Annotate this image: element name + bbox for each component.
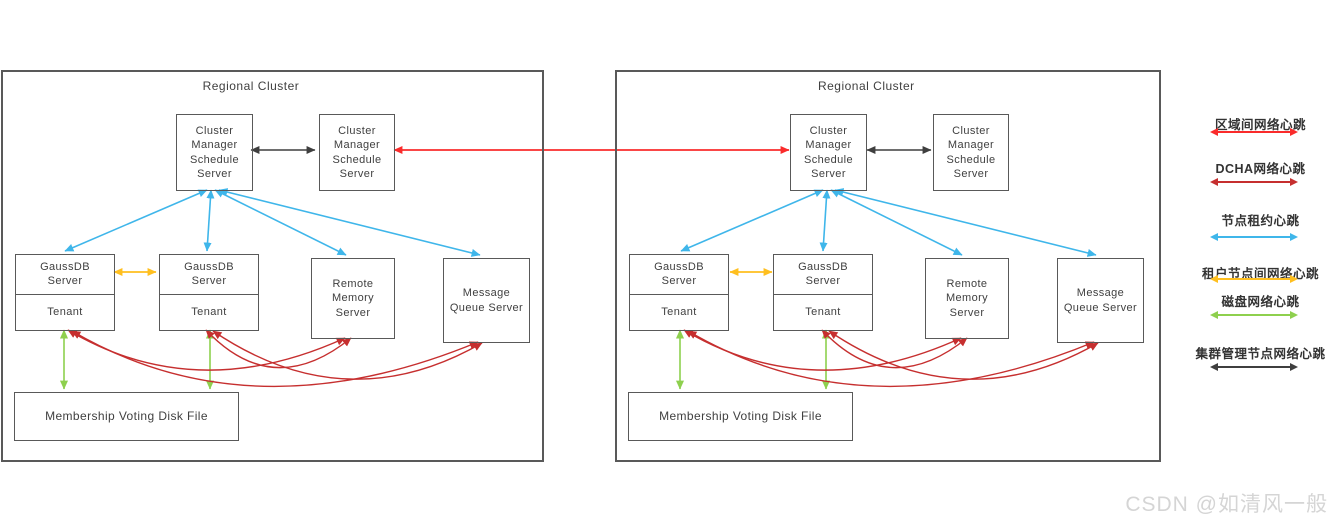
node-gaussdb-server-1: GaussDB Server Tenant [629,254,729,331]
node-message-queue-server: Message Queue Server [1057,258,1144,343]
node-gaussdb-server-2: GaussDB Server Tenant [773,254,873,331]
legend-label-disk-heartbeat: 磁盘网络心跳 [1221,295,1300,309]
node-membership-voting-disk-file: Membership Voting Disk File [628,392,853,441]
tenant-label: Tenant [47,306,83,319]
cluster-1-arrows [59,145,483,390]
node-remote-memory-server: Remote Memory Server [311,258,395,339]
regional-cluster-2: Regional Cluster Cluster Manager Schedul… [615,70,1161,462]
gaussdb-server-label: GaussDB Server [160,255,258,295]
gaussdb-server-label: GaussDB Server [630,255,728,295]
legend-label-cluster-mgmt-heartbeat: 集群管理节点网络心跳 [1195,347,1326,361]
dcha-heartbeat-arrow [828,330,1099,380]
legend-arrow-node-lease-icon [1210,232,1298,241]
node-cluster-manager-schedule-server-standby: Cluster Manager Schedule Server [933,114,1009,191]
gaussdb-server-label: GaussDB Server [774,255,872,295]
tenant-label: Tenant [805,306,841,319]
dcha-heartbeat-arrow [212,330,483,380]
node-cluster-manager-schedule-server-primary: Cluster Manager Schedule Server [176,114,253,191]
legend-arrow-inter-region-icon [1210,127,1298,136]
lease-heartbeat-arrow [218,188,481,257]
legend-arrow-dcha-icon [1210,177,1298,186]
lease-heartbeat-arrow [819,189,831,252]
legend-label-dcha-heartbeat: DCHA网络心跳 [1215,162,1306,176]
dcha-heartbeat-arrow [71,330,479,388]
node-gaussdb-server-2: GaussDB Server Tenant [159,254,259,331]
legend-label-inter-region-heartbeat: 区域间网络心跳 [1214,118,1306,132]
cluster-title: Regional Cluster [817,79,915,93]
lease-heartbeat-arrow [64,189,208,252]
node-membership-voting-disk-file: Membership Voting Disk File [14,392,239,441]
tenant-label: Tenant [661,306,697,319]
legend-arrow-disk-icon [1210,310,1298,319]
watermark: CSDN @如清风一般 [1125,493,1328,516]
tenant-label: Tenant [191,306,227,319]
gaussdb-server-label: GaussDB Server [16,255,114,295]
lease-heartbeat-arrow [203,189,215,252]
cluster-title: Regional Cluster [202,79,300,93]
node-gaussdb-server-1: GaussDB Server Tenant [15,254,115,331]
legend-arrow-cluster-mgmt-icon [1210,362,1298,371]
node-cluster-manager-schedule-server-primary: Cluster Manager Schedule Server [790,114,867,191]
legend: 区域间网络心跳 DCHA网络心跳 节点租约心跳 租户节点间网络心跳 磁盘网络心跳… [1190,100,1331,390]
regional-cluster-1: Regional Cluster Cluster Manager Schedul… [1,70,544,462]
legend-arrow-tenant-node-icon [1210,274,1298,283]
node-remote-memory-server: Remote Memory Server [925,258,1009,339]
legend-label-node-lease-heartbeat: 节点租约心跳 [1221,214,1300,228]
cluster-2-arrows [675,145,1099,390]
dcha-heartbeat-arrow [687,330,1095,388]
node-message-queue-server: Message Queue Server [443,258,530,343]
lease-heartbeat-arrow [834,188,1097,257]
lease-heartbeat-arrow [680,189,824,252]
node-cluster-manager-schedule-server-standby: Cluster Manager Schedule Server [319,114,395,191]
